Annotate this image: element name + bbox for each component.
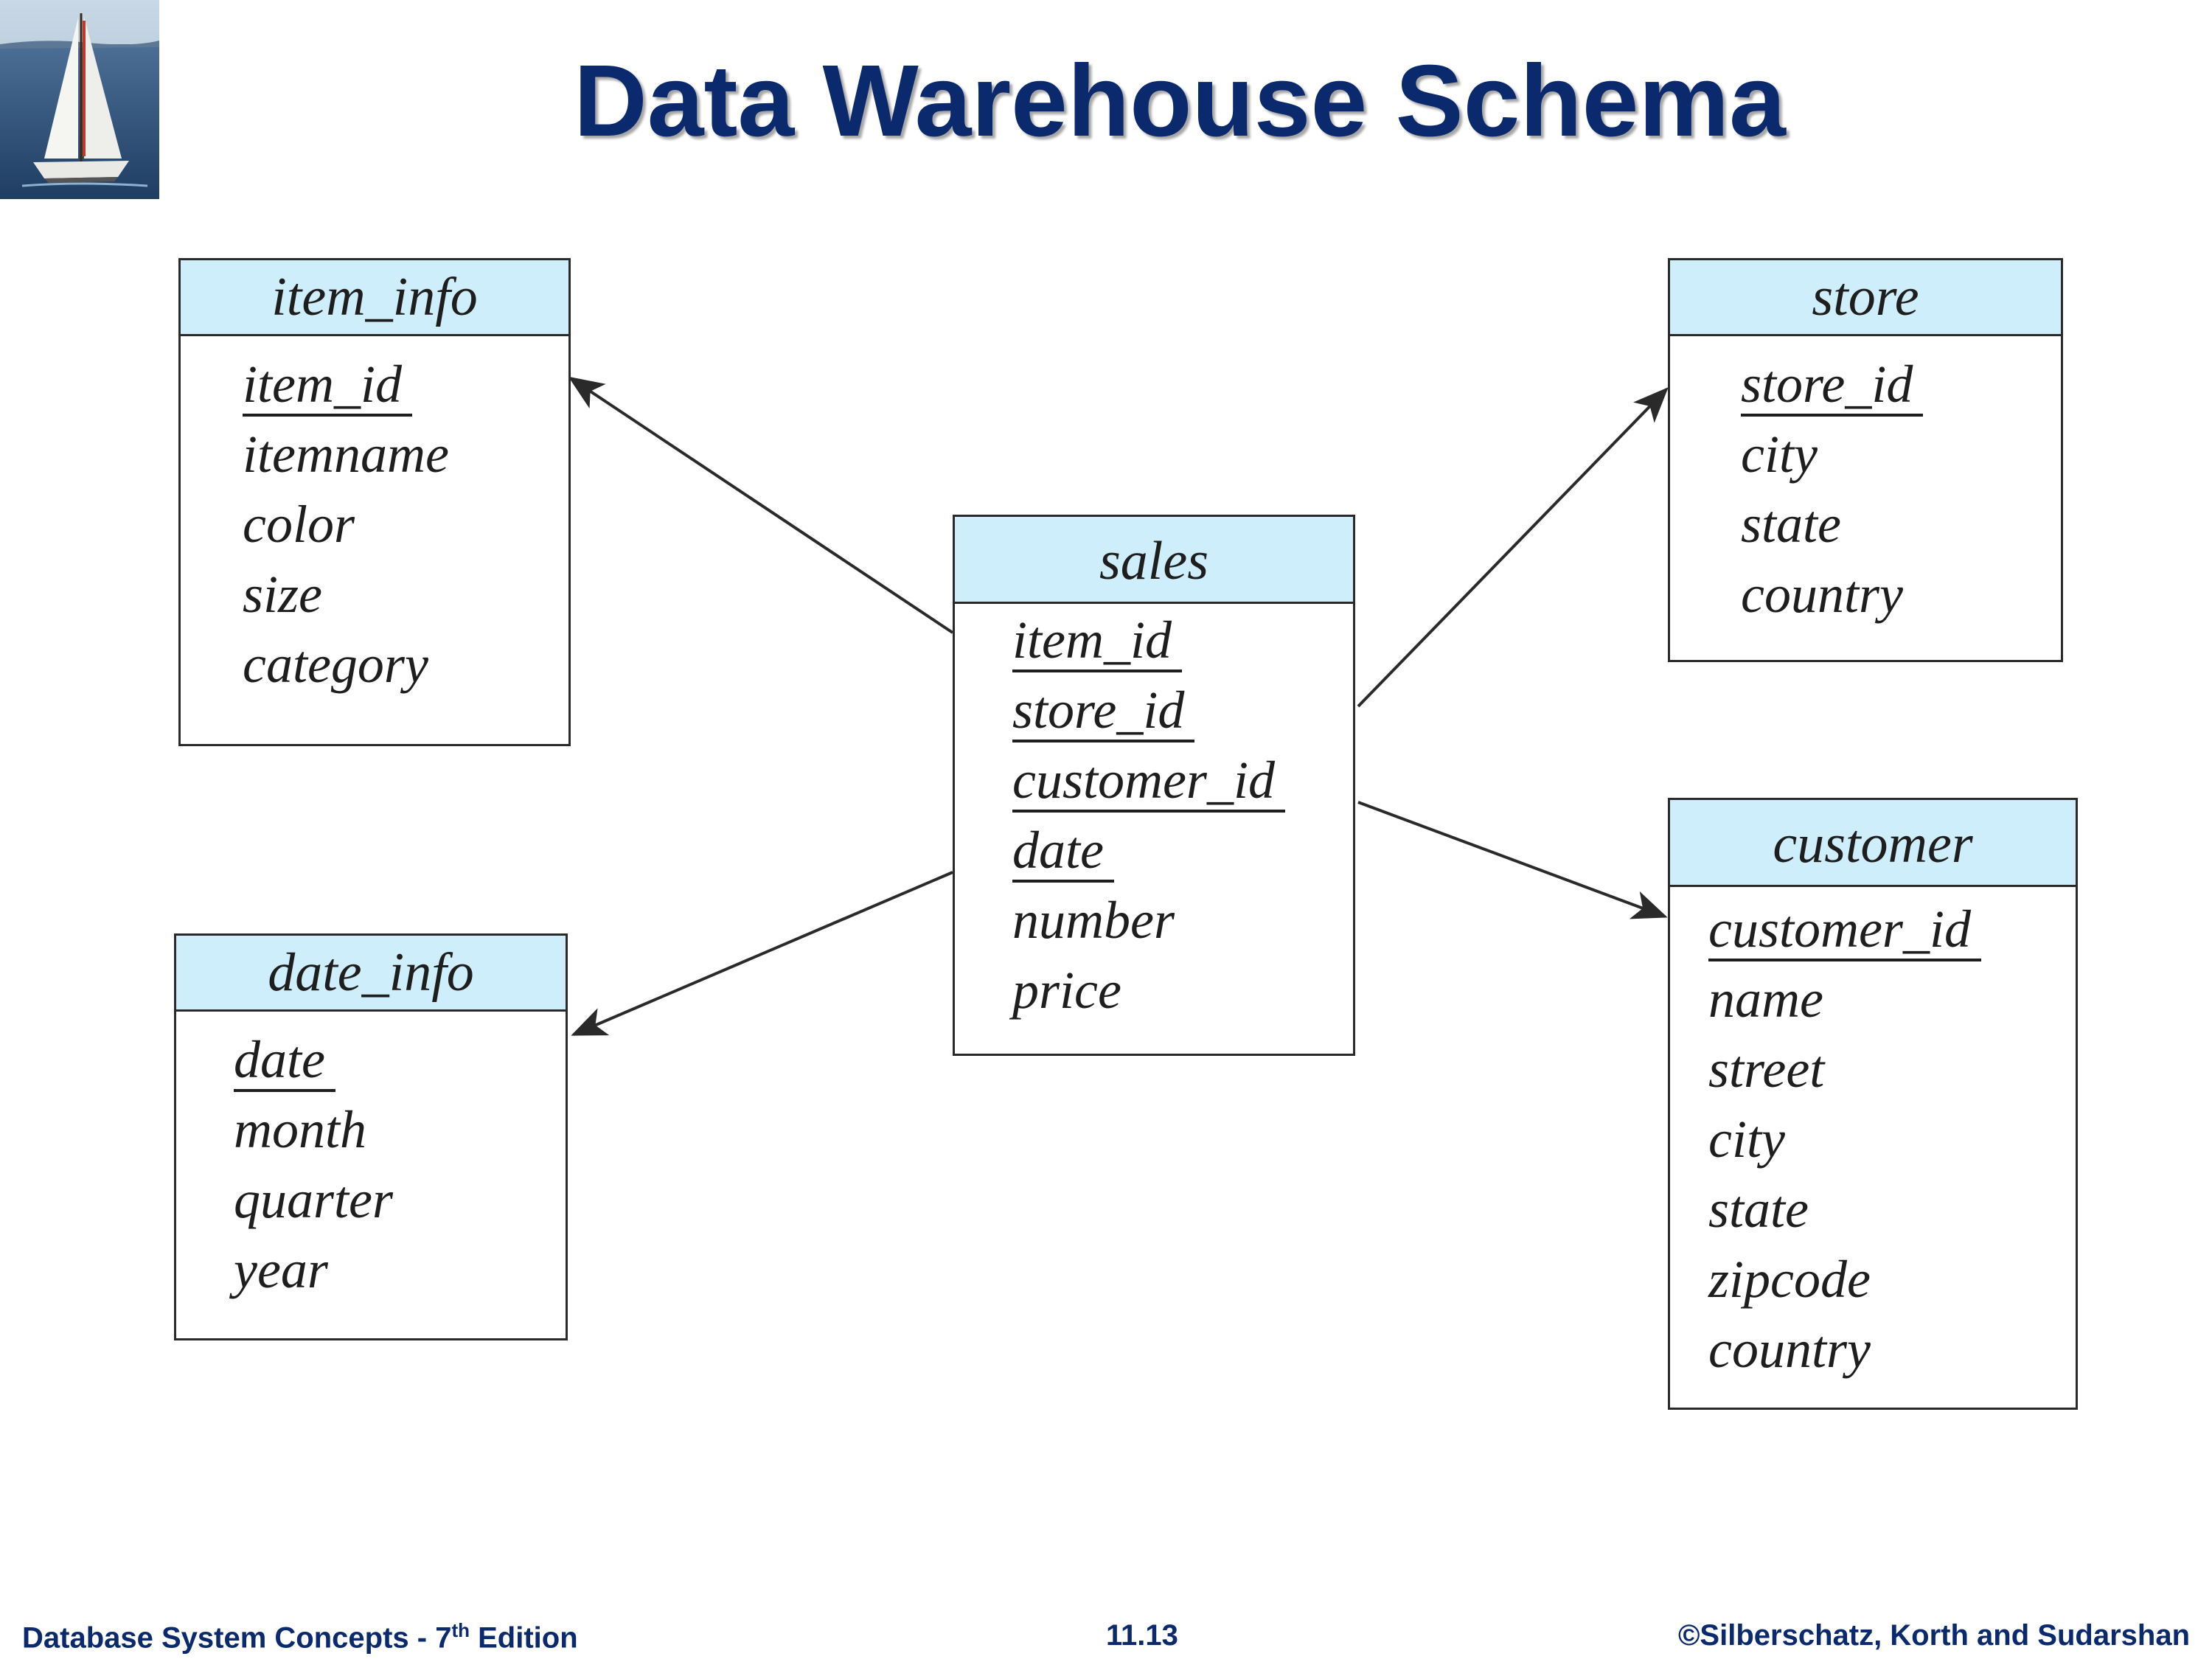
attribute: month — [234, 1100, 366, 1159]
attribute-key: date — [1012, 815, 1353, 886]
entity-date-info: date_info date month quarter year — [174, 933, 568, 1340]
footer-copyright: ©Silberschatz, Korth and Sudarshan — [1677, 1619, 2190, 1652]
entity-header: store — [1670, 260, 2061, 336]
footer-edition-sup: th — [451, 1619, 470, 1641]
attribute: year — [234, 1240, 328, 1299]
attribute: quarter — [234, 1170, 393, 1229]
entity-item-info: item_info item_id itemname color size ca… — [178, 258, 571, 746]
attribute: itemname — [243, 425, 449, 484]
attribute-key: date — [234, 1025, 566, 1095]
attribute: street — [1708, 1040, 1825, 1099]
entity-sales: sales item_id store_id customer_id date … — [953, 515, 1355, 1056]
arrow-sales-to-customer — [1357, 801, 1668, 919]
arrow-sales-to-date-info — [571, 871, 953, 1036]
attribute: size — [243, 565, 322, 624]
attribute: country — [1708, 1320, 1871, 1379]
attribute: zipcode — [1708, 1250, 1871, 1309]
entity-header: customer — [1670, 800, 2076, 887]
attribute: number — [1012, 891, 1175, 950]
footer-book-title-text: Database System Concepts - 7 — [22, 1621, 452, 1655]
attribute: city — [1708, 1110, 1785, 1169]
attribute-key: store_id — [1741, 349, 2061, 420]
entity-customer: customer customer_id name street city st… — [1668, 798, 2078, 1410]
attribute-key: item_id — [1012, 605, 1353, 675]
attribute: color — [243, 495, 355, 554]
sailboat-logo — [0, 0, 159, 199]
attribute-key: store_id — [1012, 675, 1353, 745]
attribute-key: item_id — [243, 349, 568, 420]
footer-book-title: Database System Concepts - 7th Edition — [22, 1619, 578, 1655]
slide-title: Data Warehouse Schema — [574, 44, 1786, 158]
entity-header: date_info — [176, 936, 566, 1012]
attribute: category — [243, 635, 428, 694]
entity-store: store store_id city state country — [1668, 258, 2063, 662]
attribute: price — [1012, 961, 1121, 1020]
footer-edition-text: Edition — [470, 1621, 578, 1655]
attribute-key: customer_id — [1708, 894, 2076, 964]
attribute: state — [1741, 495, 1841, 554]
arrow-sales-to-store — [1357, 387, 1669, 708]
attribute: name — [1708, 970, 1823, 1029]
attribute: state — [1708, 1180, 1809, 1239]
attribute-key: customer_id — [1012, 745, 1353, 815]
entity-header: item_info — [181, 260, 568, 336]
entity-header: sales — [955, 517, 1353, 604]
attribute: country — [1741, 565, 1903, 624]
attribute: city — [1741, 425, 1818, 484]
footer-slide-number: 11.13 — [1106, 1619, 1178, 1652]
arrow-sales-to-item-info — [568, 376, 954, 634]
